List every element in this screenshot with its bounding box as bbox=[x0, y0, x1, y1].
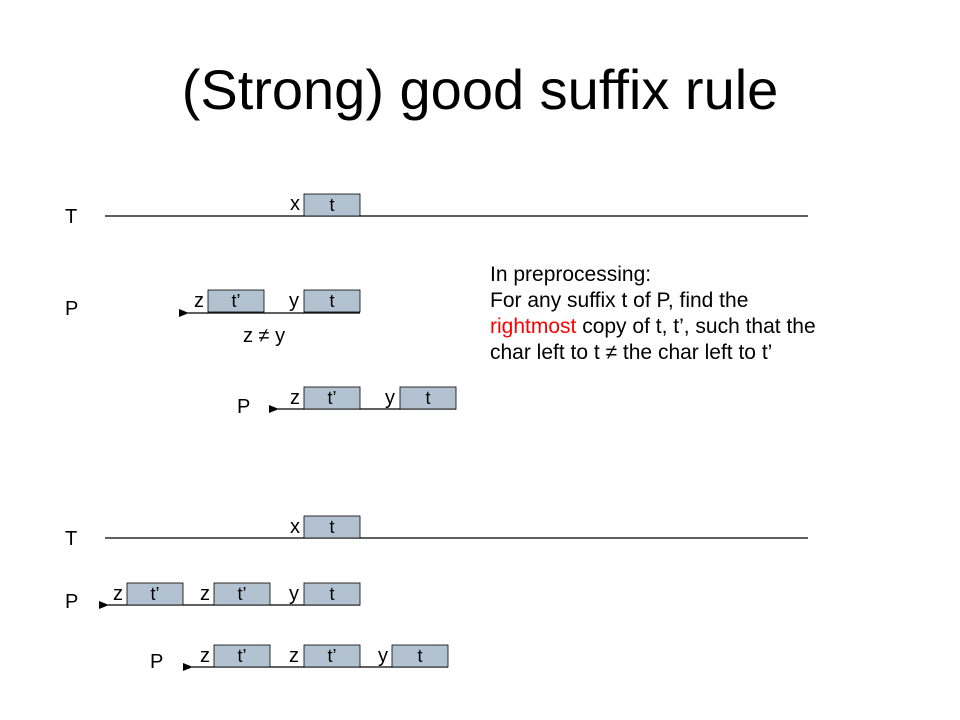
suffix-box-label: t bbox=[329, 584, 334, 604]
suffix-box-label: t bbox=[425, 388, 430, 408]
pattern-label: P bbox=[150, 651, 163, 673]
suffix-box-label: t bbox=[329, 291, 334, 311]
char-z: z bbox=[290, 387, 300, 409]
copy-box bbox=[126, 582, 184, 606]
char-z: z bbox=[113, 583, 123, 605]
text-label: T bbox=[65, 206, 77, 228]
suffix-box-label: t bbox=[417, 646, 422, 666]
pattern-label: P bbox=[65, 591, 78, 613]
explanation-line: rightmost copy of t, t’, such that the bbox=[490, 314, 930, 340]
highlight-word: rightmost bbox=[490, 315, 577, 338]
copy-box-label: t’ bbox=[238, 646, 247, 666]
condition-label: z ≠ y bbox=[243, 325, 285, 347]
char-z: z bbox=[194, 290, 204, 312]
suffix-box bbox=[303, 515, 361, 539]
pattern-label: P bbox=[65, 298, 78, 320]
suffix-box bbox=[303, 289, 361, 313]
char-y: y bbox=[289, 583, 299, 605]
copy-box bbox=[303, 644, 361, 668]
suffix-box bbox=[399, 386, 457, 410]
explanation-text: In preprocessing: For any suffix t of P,… bbox=[490, 262, 930, 366]
suffix-box bbox=[303, 193, 361, 217]
copy-box bbox=[213, 582, 271, 606]
explanation-text-rest: copy of t, t’, such that the bbox=[576, 315, 816, 338]
char-z: z bbox=[289, 645, 299, 667]
copy-box bbox=[303, 386, 361, 410]
suffix-box-label: t bbox=[329, 517, 334, 537]
copy-box-label: t’ bbox=[151, 584, 160, 604]
pattern-label: P bbox=[237, 396, 250, 418]
mismatch-char-x: x bbox=[290, 516, 300, 538]
copy-box-label: t’ bbox=[238, 584, 247, 604]
char-y: y bbox=[385, 387, 395, 409]
char-y: y bbox=[289, 290, 299, 312]
copy-box-label: t’ bbox=[328, 646, 337, 666]
suffix-box bbox=[391, 644, 449, 668]
copy-box-label: t’ bbox=[232, 291, 241, 311]
suffix-box-label: t bbox=[329, 195, 334, 215]
mismatch-char-x: x bbox=[290, 193, 300, 215]
copy-box bbox=[207, 289, 265, 313]
char-y: y bbox=[378, 645, 388, 667]
char-z: z bbox=[200, 645, 210, 667]
explanation-line: char left to t ≠ the char left to t’ bbox=[490, 341, 773, 364]
slide-title: (Strong) good suffix rule bbox=[181, 58, 779, 121]
explanation-line: For any suffix t of P, find the bbox=[490, 289, 749, 312]
copy-box bbox=[213, 644, 271, 668]
copy-box-label: t’ bbox=[328, 388, 337, 408]
suffix-box bbox=[303, 582, 361, 606]
text-label: T bbox=[65, 528, 77, 550]
explanation-line: In preprocessing: bbox=[490, 263, 652, 286]
char-z: z bbox=[200, 583, 210, 605]
